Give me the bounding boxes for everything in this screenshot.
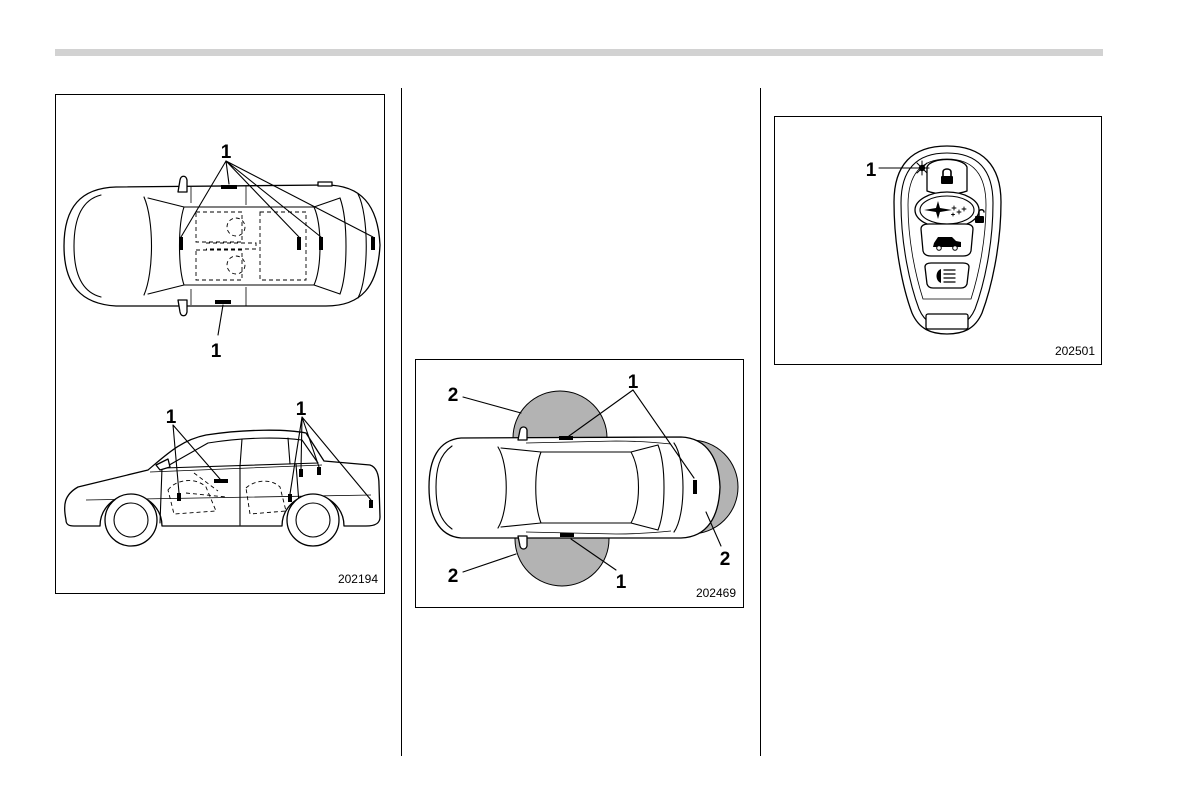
key-slot	[926, 314, 968, 329]
panic-button	[925, 263, 969, 288]
access-key-diagram: 1 202501	[775, 117, 1103, 366]
callout-range-lower: 2	[448, 566, 459, 587]
sensor-mark	[369, 500, 373, 508]
key-fob	[894, 146, 1001, 334]
indicator-light-icon	[915, 161, 929, 175]
figure-number: 202501	[1055, 344, 1095, 358]
sensor-mark	[297, 237, 301, 250]
lock-button	[927, 160, 967, 195]
trunk-button	[921, 224, 973, 256]
figure-number: 202469	[696, 586, 736, 600]
figure-operating-range: 2 1 2 2 1 202469	[415, 359, 744, 608]
sensor-mark	[177, 493, 181, 501]
mirror-upper	[178, 176, 187, 192]
figure-number: 202194	[338, 572, 378, 586]
sensor-mark	[221, 185, 237, 189]
figure-vehicle-sensor-locations: 1 1	[55, 94, 385, 594]
sensor-mark	[214, 479, 228, 483]
callout-side-rear: 1	[296, 399, 307, 420]
callout-indicator: 1	[866, 160, 877, 181]
front-wheel	[105, 494, 157, 546]
antenna	[318, 182, 332, 186]
car-side-view	[65, 430, 380, 546]
sensor-mark	[317, 467, 321, 475]
sensor-mark	[179, 237, 183, 250]
leader-line-range-upper	[463, 397, 521, 413]
rear-wheel	[287, 494, 339, 546]
callout-top-upper: 1	[221, 142, 232, 163]
car-top-view	[64, 176, 380, 316]
figure-access-key: 1 202501	[774, 116, 1102, 365]
panic-button-shape	[925, 263, 969, 288]
leader-line-top-lower	[218, 305, 223, 335]
callout-sensor-lower: 1	[616, 572, 627, 593]
vehicle-sensor-diagram: 1 1	[56, 95, 386, 595]
leader-line-range-lower	[463, 554, 516, 572]
car-body-outline	[64, 185, 380, 306]
column-divider-left	[401, 88, 402, 756]
callout-top-lower: 1	[211, 341, 222, 362]
sensor-mark	[299, 469, 303, 477]
header-rule	[55, 49, 1103, 56]
sensor-mark	[371, 237, 375, 250]
sensor-mark	[215, 300, 231, 304]
callout-range-upper: 2	[448, 385, 459, 406]
sensor-mark	[559, 436, 573, 440]
callout-side-front: 1	[166, 407, 177, 428]
column-divider-right	[760, 88, 761, 756]
mirror-lower	[178, 300, 187, 316]
sensor-mark	[560, 533, 574, 537]
callout-range-rear: 2	[720, 549, 731, 570]
sensor-mark	[288, 494, 292, 502]
callout-sensor-upper: 1	[628, 372, 639, 393]
sensor-mark	[693, 480, 697, 494]
car-top-view-range	[429, 427, 720, 549]
operating-range-diagram: 2 1 2 2 1 202469	[416, 360, 745, 609]
sensor-mark	[319, 237, 323, 250]
